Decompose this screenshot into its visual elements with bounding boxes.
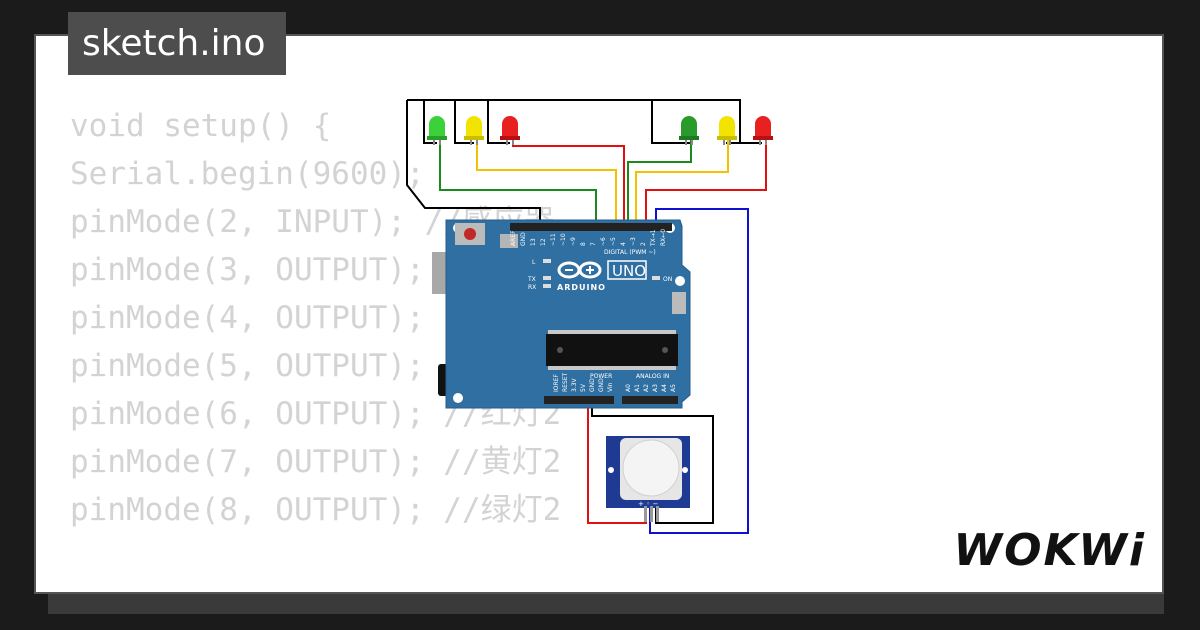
sensor-pins-label: + ◦ − — [638, 500, 658, 508]
code-line: digitalWrite(3, HIGH); — [70, 582, 561, 592]
power-pin-label: 5V — [580, 383, 587, 392]
led-green-1[interactable] — [427, 116, 447, 145]
digital-header — [510, 223, 672, 231]
arduino-logo — [557, 261, 602, 279]
arduino-label: ARDUINO — [557, 283, 606, 292]
digital-pin-label: RX←0 — [660, 229, 667, 246]
code-line: pinMode(8, OUTPUT); //绿灯2 — [70, 492, 562, 528]
digital-pin-label: 2 — [640, 242, 647, 246]
power-pin-label: RESET — [562, 372, 569, 392]
blue-wire — [649, 208, 749, 534]
power-pin-label: IOREF — [553, 374, 560, 392]
digital-pin-label: 8 — [580, 242, 587, 246]
analog-pin-label: A4 — [661, 384, 668, 392]
digital-pin-label: 4 — [620, 242, 627, 246]
yellow-wires — [476, 140, 729, 224]
ground-wires — [406, 99, 762, 524]
led-red-1[interactable] — [500, 116, 520, 145]
sketch-title-tab[interactable]: sketch.ino — [68, 12, 286, 75]
arduino-uno-board[interactable]: DIGITAL (PWM ~) UNO ARDUINO L TX RX ON — [432, 219, 691, 409]
digital-label: DIGITAL (PWM ~) — [604, 249, 656, 256]
analog-label: ANALOG IN — [636, 373, 669, 380]
digital-pin-label: 13 — [530, 238, 537, 246]
analog-header — [622, 396, 678, 404]
power-pin-label: GND — [589, 378, 596, 392]
code-line: void setup() { — [70, 108, 332, 144]
code-line: pinMode(6, OUTPUT); //红灯2 — [70, 396, 562, 432]
power-pin-label: GND — [598, 378, 605, 392]
power-header — [544, 396, 614, 404]
led-yellow-1[interactable] — [464, 116, 484, 145]
digital-pin-label: ~9 — [570, 237, 577, 246]
analog-pin-label: A5 — [670, 384, 677, 392]
power-label: POWER — [590, 373, 612, 380]
digital-pin-label: 7 — [590, 242, 597, 246]
rx-label: RX — [528, 284, 536, 291]
code-line: pinMode(7, OUTPUT); //黄灯2 — [70, 444, 562, 480]
code-line: pinMode(3, OUTPUT); — [70, 252, 425, 288]
digital-pin-label: ~3 — [630, 237, 637, 246]
tx-label: TX — [527, 276, 536, 283]
led-yellow-2[interactable] — [717, 116, 737, 145]
led-green-2[interactable] — [679, 116, 699, 145]
analog-pin-label: A1 — [634, 384, 641, 392]
icsp-header — [500, 234, 518, 248]
analog-pin-label: A2 — [643, 384, 650, 392]
power-pin-label: 3.3V — [571, 377, 578, 392]
code-line: pinMode(4, OUTPUT); — [70, 300, 425, 336]
digital-pin-label: ~10 — [560, 233, 567, 246]
digital-pin-label: AREF — [510, 230, 517, 246]
power-pin-label: Vin — [607, 382, 614, 392]
led-red-2[interactable] — [753, 116, 773, 145]
uno-label: UNO — [612, 262, 646, 280]
wokwi-logo: WOKWi — [953, 525, 1146, 576]
digital-pin-label: ~6 — [600, 237, 607, 246]
digital-pin-label: ~11 — [550, 233, 557, 246]
digital-pin-label: TX→1 — [650, 229, 657, 247]
analog-pin-label: A0 — [625, 384, 632, 392]
green-wires — [439, 140, 692, 224]
pir-motion-sensor[interactable]: + ◦ − — [606, 436, 690, 522]
on-label: ON — [663, 276, 672, 283]
analog-pin-label: A3 — [652, 384, 659, 392]
code-line: pinMode(5, OUTPUT); — [70, 348, 425, 384]
code-line: Serial.begin(9600); — [70, 156, 425, 192]
l-led-label: L — [532, 259, 536, 266]
card-shadow — [48, 594, 1164, 614]
digital-pin-label: ~5 — [610, 237, 617, 246]
digital-pin-label: 12 — [540, 238, 547, 246]
icsp-header-2 — [672, 292, 686, 314]
digital-pin-label: GND — [520, 232, 527, 246]
atmega-chip — [546, 334, 678, 366]
